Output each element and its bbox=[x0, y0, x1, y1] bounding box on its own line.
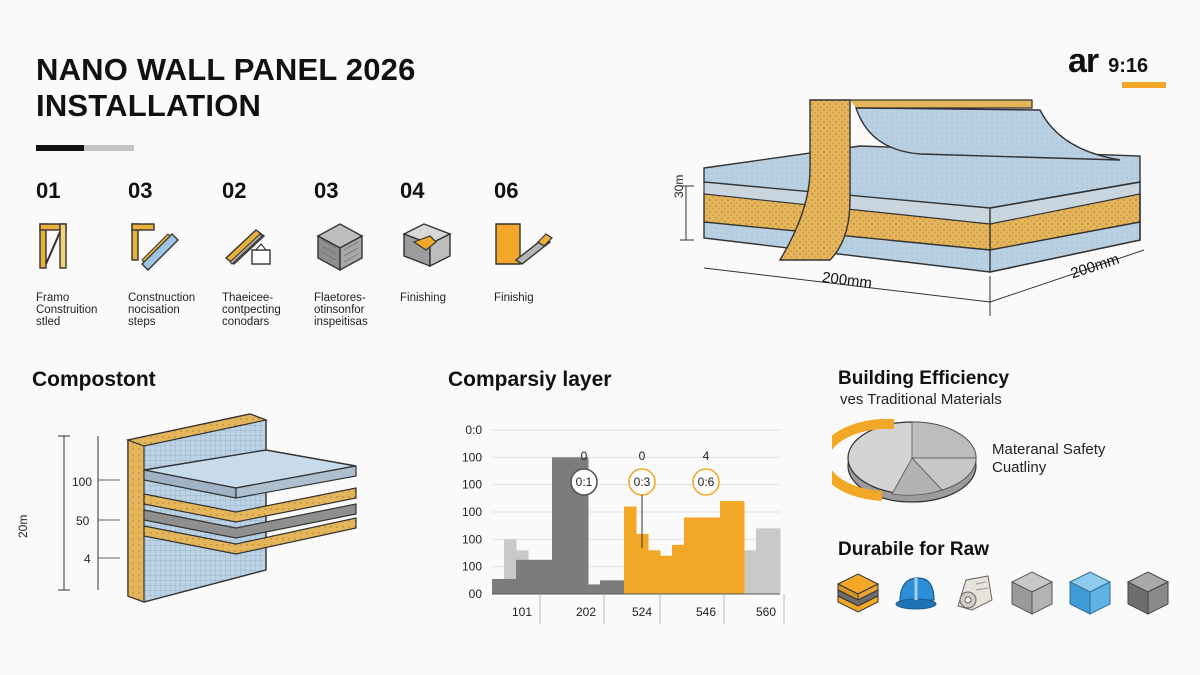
y-tick-label: 00 bbox=[469, 587, 483, 601]
bar bbox=[756, 528, 769, 594]
page-title: NANO WALL PANEL 2026 INSTALLATION bbox=[36, 52, 416, 124]
bar bbox=[672, 544, 685, 594]
bar bbox=[528, 559, 541, 594]
bubble-value: 0:1 bbox=[576, 475, 593, 489]
bubble-top-label: 4 bbox=[703, 449, 710, 463]
step-3: 02 Thaeicee- contpecting conodars bbox=[222, 178, 312, 328]
bar bbox=[540, 559, 553, 594]
bar bbox=[744, 550, 757, 594]
bar bbox=[600, 580, 613, 594]
aspect-ratio-badge: ar 9:16 bbox=[1068, 42, 1148, 81]
bar bbox=[720, 501, 733, 594]
bar bbox=[684, 517, 697, 594]
efficiency-subheading: ves Traditional Materials bbox=[840, 391, 1002, 408]
y-tick-label: 100 bbox=[462, 532, 482, 546]
step-label: Thaeicee- contpecting conodars bbox=[222, 292, 281, 328]
gray-cube-icon bbox=[1126, 570, 1170, 616]
bubble-top-label: 0 bbox=[581, 449, 588, 463]
layered-block-icon bbox=[836, 570, 880, 616]
bar bbox=[492, 578, 505, 594]
efficiency-label-2: Cuatliny bbox=[992, 459, 1047, 476]
rolled-sheet-icon bbox=[952, 570, 996, 616]
bar bbox=[552, 457, 565, 594]
composition-illustration bbox=[40, 410, 380, 610]
composition-tick-3: 4 bbox=[84, 552, 91, 566]
connector-icon bbox=[222, 220, 274, 272]
ratio-prefix: ar bbox=[1068, 42, 1099, 80]
title-divider bbox=[36, 145, 134, 151]
comparison-chart: 0:0 100 100 100 100 100 00 101 202 524 546 560 0 0:1 0… bbox=[440, 420, 800, 630]
hard-hat-icon bbox=[894, 570, 938, 616]
x-tick-label: 202 bbox=[576, 605, 596, 619]
bar bbox=[624, 506, 637, 594]
bar bbox=[504, 578, 517, 594]
composition-tick-2: 50 bbox=[76, 514, 90, 528]
step-4: 03 Flaetores- otinsonfor inspeitisas bbox=[314, 178, 404, 328]
comparison-heading: Comparsiy layer bbox=[448, 368, 612, 391]
step-number: 02 bbox=[222, 178, 247, 203]
hero-dim-left: 30m bbox=[672, 174, 686, 198]
bar bbox=[588, 584, 601, 594]
frame-icon bbox=[36, 220, 88, 272]
bubble-value: 0:3 bbox=[634, 475, 651, 489]
y-tick-label: 100 bbox=[462, 478, 482, 492]
material-icons-row bbox=[836, 570, 1170, 616]
textured-cube-icon bbox=[1010, 570, 1054, 616]
step-label: Finishig bbox=[494, 292, 534, 304]
y-tick-label: 100 bbox=[462, 560, 482, 574]
step-6: 06 Finishig bbox=[494, 178, 584, 304]
y-tick-label: 100 bbox=[462, 505, 482, 519]
composition-heading: Compostont bbox=[32, 368, 156, 391]
finishing-box-icon bbox=[400, 220, 452, 272]
step-label: Constnuction nocisation steps bbox=[128, 292, 196, 328]
title-line-2: INSTALLATION bbox=[36, 88, 262, 123]
value-bubble bbox=[570, 468, 598, 496]
step-label: Finishing bbox=[400, 292, 447, 304]
x-tick-label: 546 bbox=[696, 605, 716, 619]
step-number: 06 bbox=[494, 178, 519, 203]
durable-heading: Durabile for Raw bbox=[838, 539, 989, 560]
title-line-1: NANO WALL PANEL 2026 bbox=[36, 52, 416, 87]
bar bbox=[708, 517, 721, 594]
x-tick-label: 560 bbox=[756, 605, 776, 619]
composition-tick-1: 100 bbox=[72, 475, 93, 489]
panel-block-icon bbox=[314, 220, 366, 272]
x-tick-label: 524 bbox=[632, 605, 652, 619]
bar bbox=[660, 555, 673, 594]
bubble-top-label: 0 bbox=[639, 449, 646, 463]
blue-foam-cube-icon bbox=[1068, 570, 1112, 616]
value-bubble bbox=[692, 468, 720, 496]
bubble-value: 0:6 bbox=[698, 475, 715, 489]
step-number: 04 bbox=[400, 178, 425, 203]
bar bbox=[768, 528, 781, 594]
step-label: Flaetores- otinsonfor inspeitisas bbox=[314, 292, 368, 328]
efficiency-pie-illustration bbox=[818, 410, 982, 510]
bar bbox=[564, 457, 577, 594]
composition-total-dim: 20m bbox=[16, 514, 30, 538]
bar bbox=[516, 559, 529, 594]
step-1: 01 Framo Construition stled bbox=[36, 178, 126, 328]
bar bbox=[696, 517, 709, 594]
bar bbox=[612, 580, 625, 594]
bar bbox=[636, 533, 649, 594]
construction-icon bbox=[128, 220, 180, 272]
ratio-value: 9:16 bbox=[1108, 55, 1149, 77]
step-number: 03 bbox=[128, 178, 153, 203]
bar bbox=[648, 550, 661, 594]
step-label: Framo Construition stled bbox=[36, 292, 98, 328]
step-number: 03 bbox=[314, 178, 339, 203]
step-5: 04 Finishing bbox=[400, 178, 490, 304]
step-2: 03 Constnuction nocisation steps bbox=[128, 178, 218, 328]
step-number: 01 bbox=[36, 178, 61, 203]
bar bbox=[732, 501, 745, 594]
y-tick-label: 100 bbox=[462, 450, 482, 464]
panel-cross-section-illustration bbox=[660, 90, 1180, 330]
efficiency-label-1: Materanal Safety bbox=[992, 441, 1106, 458]
finishing-trowel-icon bbox=[494, 220, 553, 272]
y-tick-label: 0:0 bbox=[465, 423, 482, 437]
efficiency-heading: Building Efficiency bbox=[838, 368, 1010, 389]
x-tick-label: 101 bbox=[512, 605, 532, 619]
ratio-accent-bar bbox=[1122, 82, 1166, 88]
